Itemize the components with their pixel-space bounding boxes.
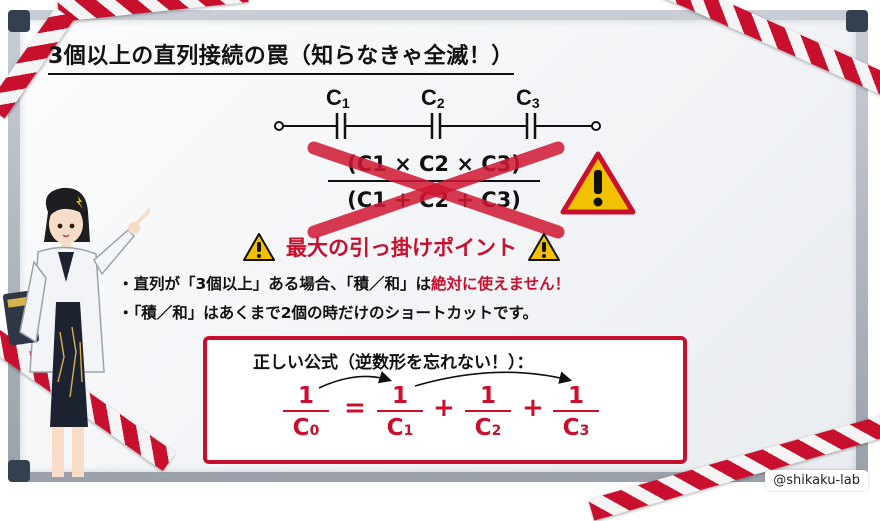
capacitor-label-c1: C1 <box>326 86 350 111</box>
bullet-item: ・「積／和」はあくまで2個の時だけのショートカットです。 <box>118 304 538 322</box>
warning-heading: 最大の引っ掛けポイント <box>242 232 561 262</box>
correct-formula-title: 正しい公式（逆数形を忘れない！）： <box>253 353 534 373</box>
series-capacitor-circuit: C1 C2 C3 <box>274 86 601 139</box>
warning-icon <box>243 233 275 261</box>
board-corner <box>8 10 30 32</box>
board-corner <box>8 460 30 482</box>
page-title: 3個以上の直列接続の罠（知らなきゃ全滅！） <box>48 38 514 75</box>
warning-icon <box>528 233 560 261</box>
equals-sign: = <box>344 393 366 423</box>
emphasis-text: 絶対に使えません！ <box>431 275 571 293</box>
plus-sign: + <box>433 393 455 423</box>
warning-bullets: ・直列が「3個以上」ある場合、「積／和」は絶対に使えません！ ・「積／和」はあく… <box>118 270 570 328</box>
capacitor-label-c3: C3 <box>516 86 540 111</box>
bullet-item: ・直列が「3個以上」ある場合、「積／和」は絶対に使えません！ <box>118 275 571 293</box>
fraction-1-over-c3: 1 C3 <box>553 382 599 447</box>
correct-formula-box: 正しい公式（逆数形を忘れない！）： 1 C0 = 1 C1 + 1 C2 + 1… <box>197 330 693 470</box>
plus-sign: + <box>522 393 544 423</box>
red-cross-mark <box>307 141 565 239</box>
reciprocal-arrows <box>318 371 573 389</box>
capacitor-label-c2: C2 <box>421 86 445 111</box>
pointing-teacher-illustration <box>2 187 150 477</box>
fraction-1-over-c2: 1 C2 <box>465 382 511 447</box>
board-corner <box>846 10 868 32</box>
warning-title: 最大の引っ掛けポイント <box>286 236 517 260</box>
fraction-1-over-c0: 1 C0 <box>283 382 329 447</box>
credit-watermark: @shikaku-lab <box>765 470 868 491</box>
warning-icon <box>560 151 636 215</box>
fraction-1-over-c1: 1 C1 <box>377 382 423 447</box>
